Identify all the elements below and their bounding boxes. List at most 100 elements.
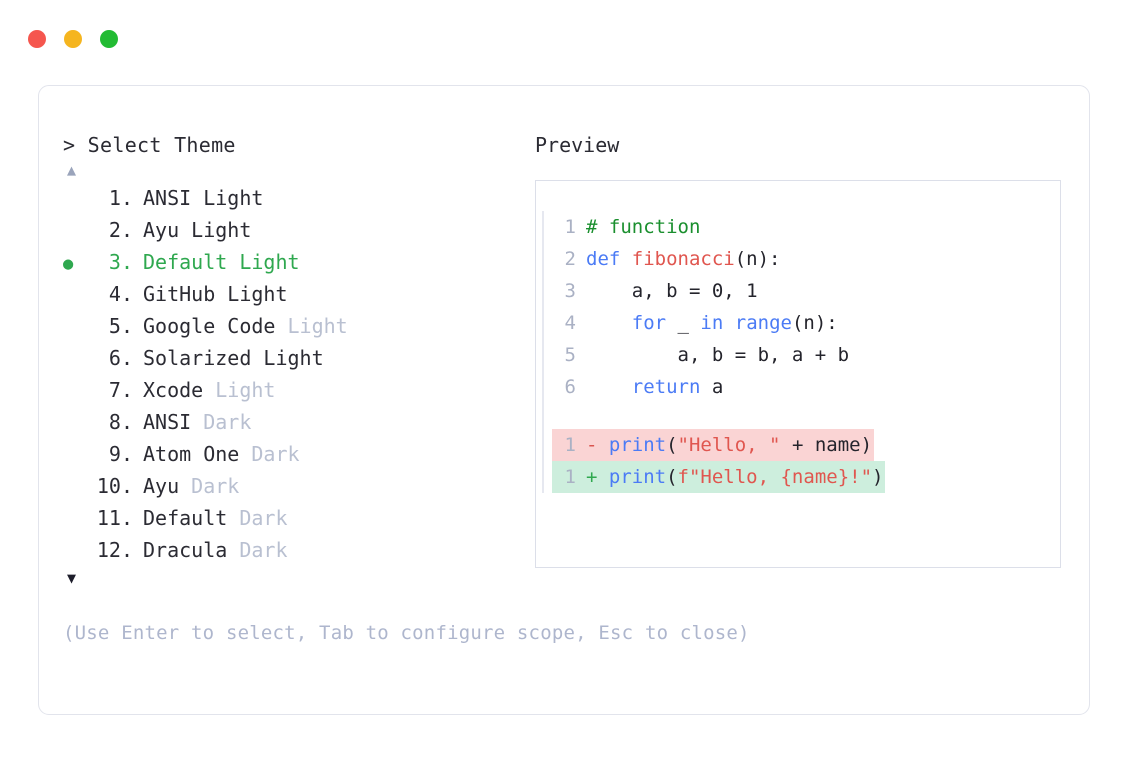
code-line-text: a, b = 0, 1 <box>586 275 758 307</box>
theme-item-variant: Light <box>203 378 276 402</box>
code-token: a, b = b, a + b <box>586 344 850 366</box>
code-token: def <box>586 248 632 270</box>
code-token: (n): <box>791 312 838 334</box>
theme-list-item[interactable]: 2.Ayu Light <box>63 214 533 246</box>
code-token: # function <box>586 216 701 238</box>
theme-item-name: Default <box>143 506 228 530</box>
theme-list-item[interactable]: 8. ANSI Dark <box>63 406 533 438</box>
code-line: 2 def fibonacci(n): <box>552 243 1060 275</box>
theme-item-index: 9. <box>108 442 133 466</box>
theme-item-name: ANSI <box>143 410 192 434</box>
maximize-button[interactable] <box>100 30 118 48</box>
theme-item-name: Default Light <box>143 250 300 274</box>
theme-list-item[interactable]: 11.Default Dark <box>63 502 533 534</box>
theme-item-index: 1. <box>108 186 133 210</box>
code-token: ) <box>872 466 884 488</box>
code-token <box>586 312 632 334</box>
theme-item-name: Google Code <box>143 314 276 338</box>
code-token <box>723 312 734 334</box>
theme-list-item[interactable]: 5.Google Code Light <box>63 310 533 342</box>
theme-item-variant: Dark <box>191 410 252 434</box>
theme-item-variant: Dark <box>227 538 288 562</box>
theme-list-item[interactable]: 9. Atom One Dark <box>63 438 533 470</box>
diff-plus-marker: + <box>586 466 609 488</box>
code-line: 1 # function <box>552 211 1060 243</box>
code-token: ( <box>666 434 678 456</box>
code-line: 3 a, b = 0, 1 <box>552 275 1060 307</box>
theme-item-name: Ayu <box>143 474 180 498</box>
code-line: 5 a, b = b, a + b <box>552 339 1060 371</box>
line-number: 4 <box>564 312 576 334</box>
diff-minus-marker: - <box>586 434 609 456</box>
theme-list-item[interactable]: 4.GitHub Light <box>63 278 533 310</box>
theme-item-index: 12. <box>96 538 133 562</box>
code-line-text: for _ in range(n): <box>586 307 838 339</box>
code-token: _ <box>666 312 701 334</box>
line-number: 1 <box>564 434 576 456</box>
theme-selector-card: > Select Theme ▲ 1. ANSI Light 2.Ayu Light… <box>38 85 1090 715</box>
theme-item-name: Dracula <box>143 538 228 562</box>
code-token: print <box>608 466 667 488</box>
theme-list-item[interactable]: 7. Xcode Light <box>63 374 533 406</box>
selected-bullet-icon: ● <box>63 254 74 274</box>
theme-item-name: Ayu Light <box>143 218 252 242</box>
theme-item-name: GitHub Light <box>143 282 288 306</box>
theme-list-item[interactable]: 6. Solarized Light <box>63 342 533 374</box>
theme-list: 1. ANSI Light 2.Ayu Light ● 3. Default Light 4… <box>63 182 533 566</box>
theme-list-item[interactable]: 1. ANSI Light <box>63 182 533 214</box>
code-line-text: def fibonacci(n): <box>586 243 780 275</box>
code-token: a <box>700 376 724 398</box>
code-line: 4 for _ in range(n): <box>552 307 1060 339</box>
diff-line-added: 1+ print(f"Hello, {name}!") <box>552 461 1060 493</box>
help-hint: (Use Enter to select, Tab to configure s… <box>63 622 750 644</box>
preview-title: Preview <box>535 133 620 157</box>
theme-item-variant: Dark <box>179 474 240 498</box>
theme-list-item[interactable]: 10.Ayu Dark <box>63 470 533 502</box>
code-token: fibonacci <box>631 248 735 270</box>
diff-line-removed: 1- print("Hello, " + name) <box>552 429 1060 461</box>
code-token: a, b = 0, 1 <box>586 280 758 302</box>
theme-item-index: 8. <box>108 410 133 434</box>
code-token: + name) <box>780 434 873 456</box>
theme-list-pane: > Select Theme ▲ 1. ANSI Light 2.Ayu Light… <box>63 132 533 590</box>
select-theme-prompt: > Select Theme <box>63 133 236 157</box>
code-line-text: # function <box>586 211 700 243</box>
line-number: 5 <box>564 344 576 366</box>
minimize-button[interactable] <box>64 30 82 48</box>
theme-item-variant: Dark <box>239 442 300 466</box>
code-token: "Hello, " <box>677 434 781 456</box>
theme-item-name: ANSI Light <box>143 186 264 210</box>
code-token: in <box>700 312 724 334</box>
line-number: 3 <box>564 280 576 302</box>
close-button[interactable] <box>28 30 46 48</box>
theme-list-item[interactable]: 12. Dracula Dark <box>63 534 533 566</box>
theme-list-item[interactable]: ● 3. Default Light <box>63 246 533 278</box>
theme-item-index: 11. <box>96 506 133 530</box>
scroll-up-icon[interactable]: ▲ <box>67 161 77 179</box>
theme-item-index: 7. <box>108 378 133 402</box>
code-token: ( <box>666 466 678 488</box>
theme-item-name: Solarized Light <box>143 346 324 370</box>
line-number: 1 <box>564 216 576 238</box>
line-number: 6 <box>564 376 576 398</box>
window-controls <box>28 30 118 48</box>
theme-item-name: Atom One <box>143 442 240 466</box>
code-token: f"Hello, {name}!" <box>677 466 873 488</box>
code-line-text: return a <box>586 371 724 403</box>
code-line-text: a, b = b, a + b <box>586 339 850 371</box>
code-token: print <box>608 434 667 456</box>
code-spacer <box>552 403 1060 429</box>
code-token: (n): <box>734 248 781 270</box>
theme-item-name: Xcode <box>143 378 204 402</box>
theme-item-index: 3. <box>108 250 133 274</box>
code-token: for <box>631 312 667 334</box>
line-number: 2 <box>564 248 576 270</box>
scroll-down-icon[interactable]: ▼ <box>67 569 77 587</box>
code-token: return <box>631 376 701 398</box>
theme-item-variant: Light <box>275 314 348 338</box>
theme-item-index: 6. <box>108 346 133 370</box>
code-line: 6 return a <box>552 371 1060 403</box>
